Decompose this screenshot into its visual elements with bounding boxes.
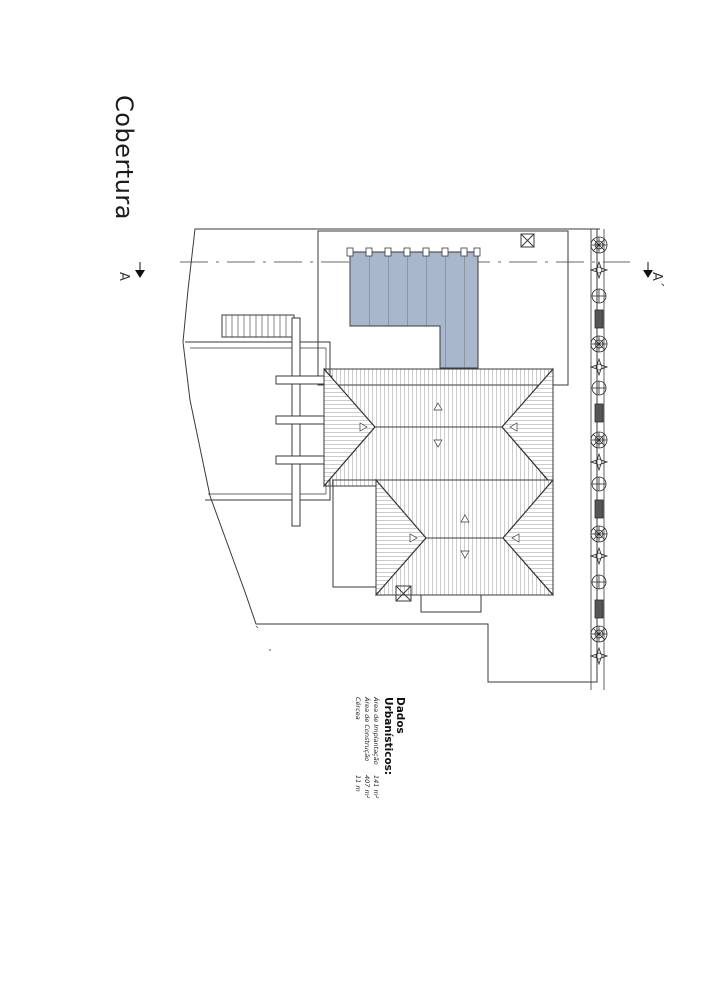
urban-data-value: 141 m² xyxy=(372,775,380,799)
urban-data-row: Área de Construção 407 m² xyxy=(362,697,371,807)
section-label-a: A xyxy=(116,272,131,281)
section-label-a-prime: A´ xyxy=(649,272,664,288)
street-trees xyxy=(589,236,609,666)
urban-data-block: Dados Urbanísticos: Área de Implantação … xyxy=(353,697,406,807)
urban-data-value: 407 m² xyxy=(363,775,371,799)
urban-data-row: Área de Implantação 141 m² xyxy=(371,697,380,807)
drawing-title: Cobertura xyxy=(110,95,138,221)
urban-data-value: 11 m xyxy=(354,775,362,792)
hip-roof-upper xyxy=(323,367,554,488)
urban-data-label: Cércea xyxy=(354,697,362,720)
staircase xyxy=(221,314,295,338)
urban-data-row: Cércea 11 m xyxy=(353,697,362,807)
hip-roof-lower xyxy=(375,478,554,597)
section-marker-left-icon xyxy=(135,262,145,278)
entrance-canopy xyxy=(420,594,482,613)
urban-data-heading: Dados Urbanísticos: xyxy=(382,697,406,776)
urban-data-label: Área de Implantação xyxy=(372,697,380,765)
section-marker-right-icon xyxy=(643,262,653,278)
urban-data-label: Área de Construção xyxy=(363,697,371,762)
